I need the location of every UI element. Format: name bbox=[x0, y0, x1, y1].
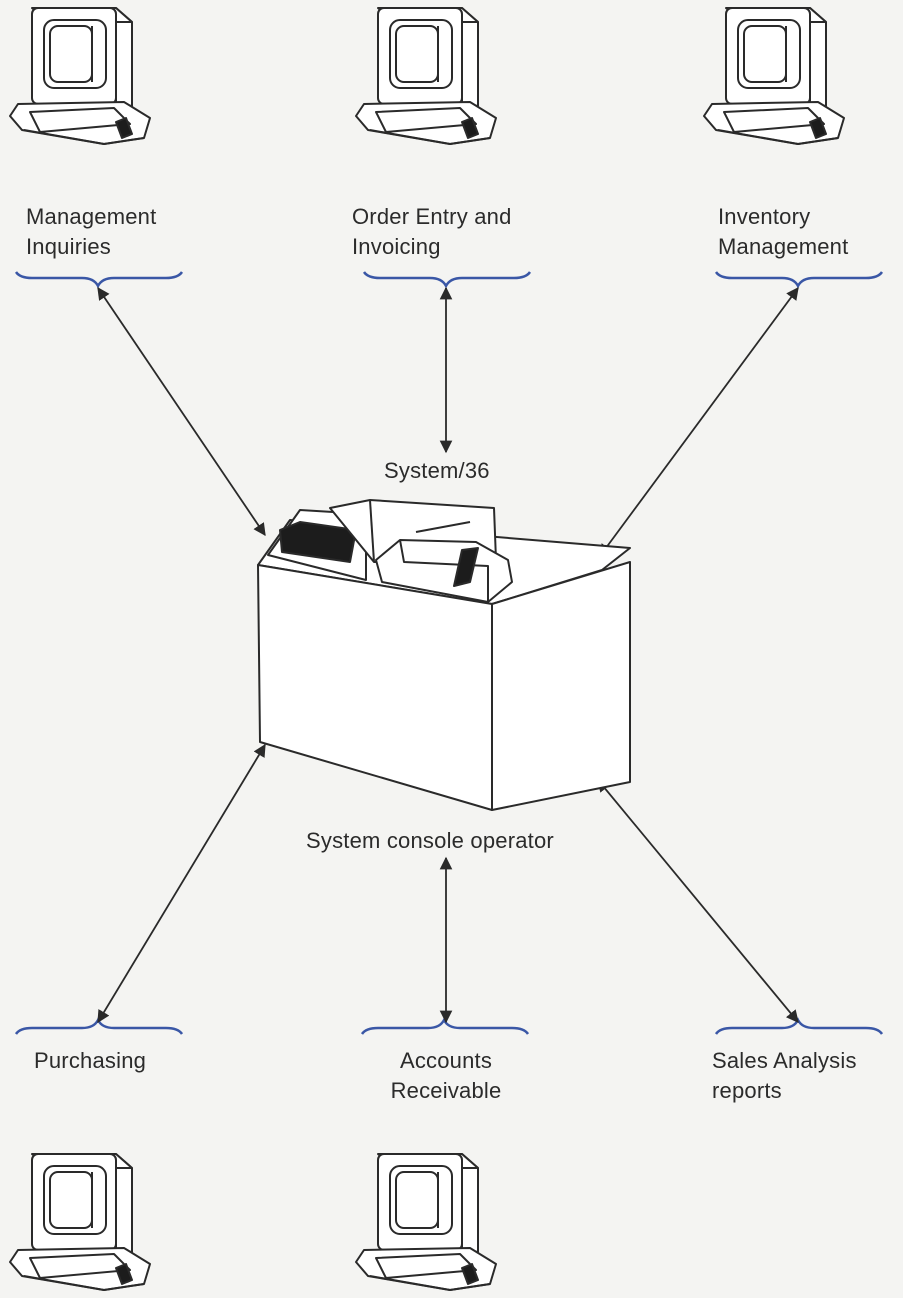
brace-accounts bbox=[360, 1018, 530, 1036]
label-system36: System/36 bbox=[384, 458, 490, 483]
terminal-icon bbox=[9, 1153, 151, 1291]
terminal-icon bbox=[9, 7, 151, 145]
label-accounts-receivable: Accounts Receivable bbox=[390, 1048, 502, 1103]
terminal-icon bbox=[355, 1153, 497, 1291]
label-inventory-management: Inventory Management bbox=[718, 204, 849, 259]
label-purchasing: Purchasing bbox=[34, 1048, 147, 1073]
label-console-operator: System console operator bbox=[306, 828, 554, 853]
label-order-entry: Order Entry and Invoicing bbox=[352, 204, 512, 259]
arrow-inventory bbox=[599, 286, 799, 558]
arrow-sales bbox=[597, 779, 799, 1023]
connections bbox=[97, 286, 799, 1024]
brace-purchasing bbox=[14, 1018, 184, 1036]
brace-order-entry bbox=[362, 270, 532, 288]
label-management-inquiries: Management Inquiries bbox=[26, 204, 157, 259]
terminal-icon bbox=[703, 7, 845, 145]
brace-management bbox=[14, 270, 184, 288]
arrow-management bbox=[97, 286, 266, 537]
arrow-purchasing bbox=[97, 743, 266, 1024]
label-sales-analysis: Sales Analysis reports bbox=[712, 1048, 857, 1103]
brace-inventory bbox=[714, 270, 884, 288]
terminal-icon bbox=[355, 7, 497, 145]
brace-sales bbox=[714, 1018, 884, 1036]
system36-computer-icon bbox=[257, 499, 631, 811]
